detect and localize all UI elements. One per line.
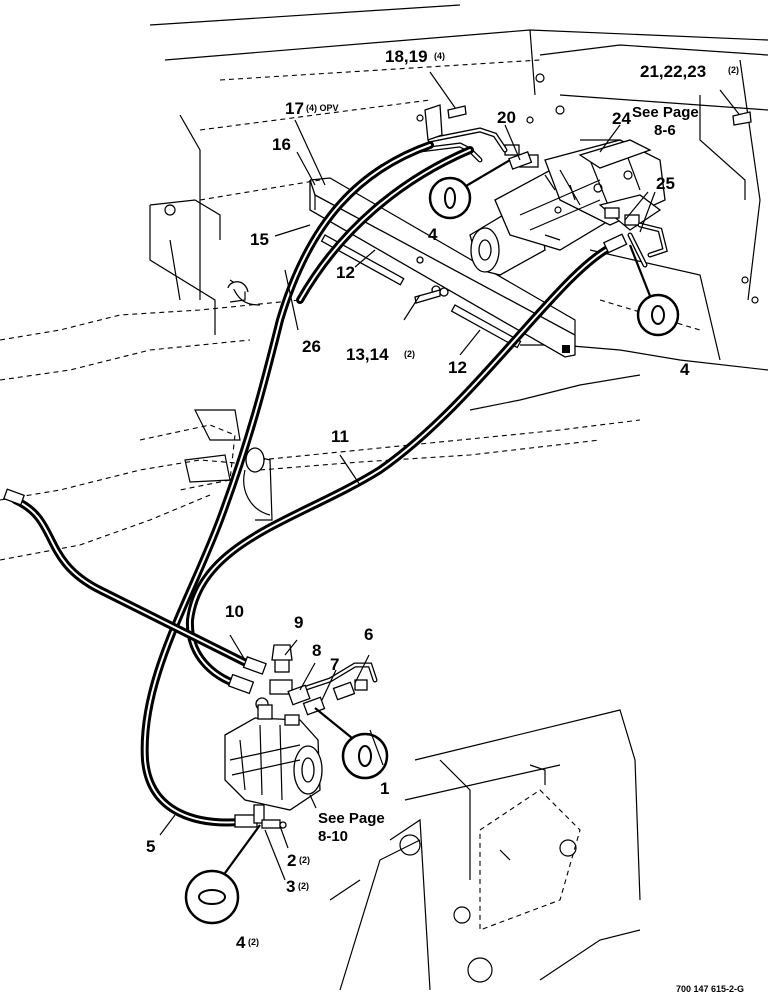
label-4-upper: 4	[428, 225, 438, 244]
label-5: 5	[146, 837, 155, 856]
label-21-23: 21,22,23	[640, 62, 706, 81]
leader-lines	[159, 71, 743, 881]
see-page-bottom-line1: See Page	[318, 810, 385, 827]
label-8: 8	[312, 641, 321, 660]
qty-13-14: (2)	[404, 349, 415, 359]
see-page-top-line1: See Page	[632, 104, 699, 121]
see-page-bottom-line2: 8-10	[318, 828, 348, 845]
hydraulic-hoses	[11, 141, 619, 827]
qty-21-23: (2)	[728, 65, 739, 75]
label-20: 20	[497, 108, 516, 127]
label-6: 6	[364, 625, 373, 644]
see-page-top-line2: 8-6	[654, 122, 676, 139]
bolts	[424, 104, 752, 141]
hose-fittings	[2, 151, 628, 828]
label-26: 26	[302, 337, 321, 356]
o-ring-detail-circles	[184, 159, 680, 925]
label-12b: 12	[448, 358, 467, 377]
lower-pump	[224, 704, 323, 829]
label-4-lower: 4	[236, 933, 246, 952]
label-2: 2	[287, 851, 296, 870]
label-4-right: 4	[680, 360, 690, 379]
upper-steel-tubes	[417, 127, 668, 268]
qty-3: (2)	[298, 881, 309, 891]
label-10: 10	[225, 602, 244, 621]
label-7: 7	[330, 655, 339, 674]
label-1: 1	[380, 779, 389, 798]
label-12a: 12	[336, 263, 355, 282]
drawing-number: 700 147 615-2-G	[676, 984, 744, 994]
label-15: 15	[250, 230, 269, 249]
label-11: 11	[331, 427, 349, 446]
label-18-19: 18,19	[385, 47, 428, 66]
callout-labels: 18,19 (4) 17 (4) OPV 16 15 12 26 13,14 (…	[146, 47, 744, 994]
upper-motor-assembly	[469, 139, 666, 276]
qty-4-lower: (2)	[248, 937, 259, 947]
label-9: 9	[294, 613, 303, 632]
qty-18-19: (4)	[434, 51, 445, 61]
label-17: 17	[285, 99, 304, 118]
qty-2: (2)	[299, 855, 310, 865]
frame-outline	[0, 4, 768, 991]
label-13-14: 13,14	[346, 345, 389, 364]
label-25: 25	[656, 174, 675, 193]
label-16: 16	[272, 135, 291, 154]
label-3: 3	[286, 877, 295, 896]
label-24: 24	[612, 109, 631, 128]
qty-17: (4) OPV	[306, 103, 339, 113]
hose-clamp	[227, 281, 271, 516]
